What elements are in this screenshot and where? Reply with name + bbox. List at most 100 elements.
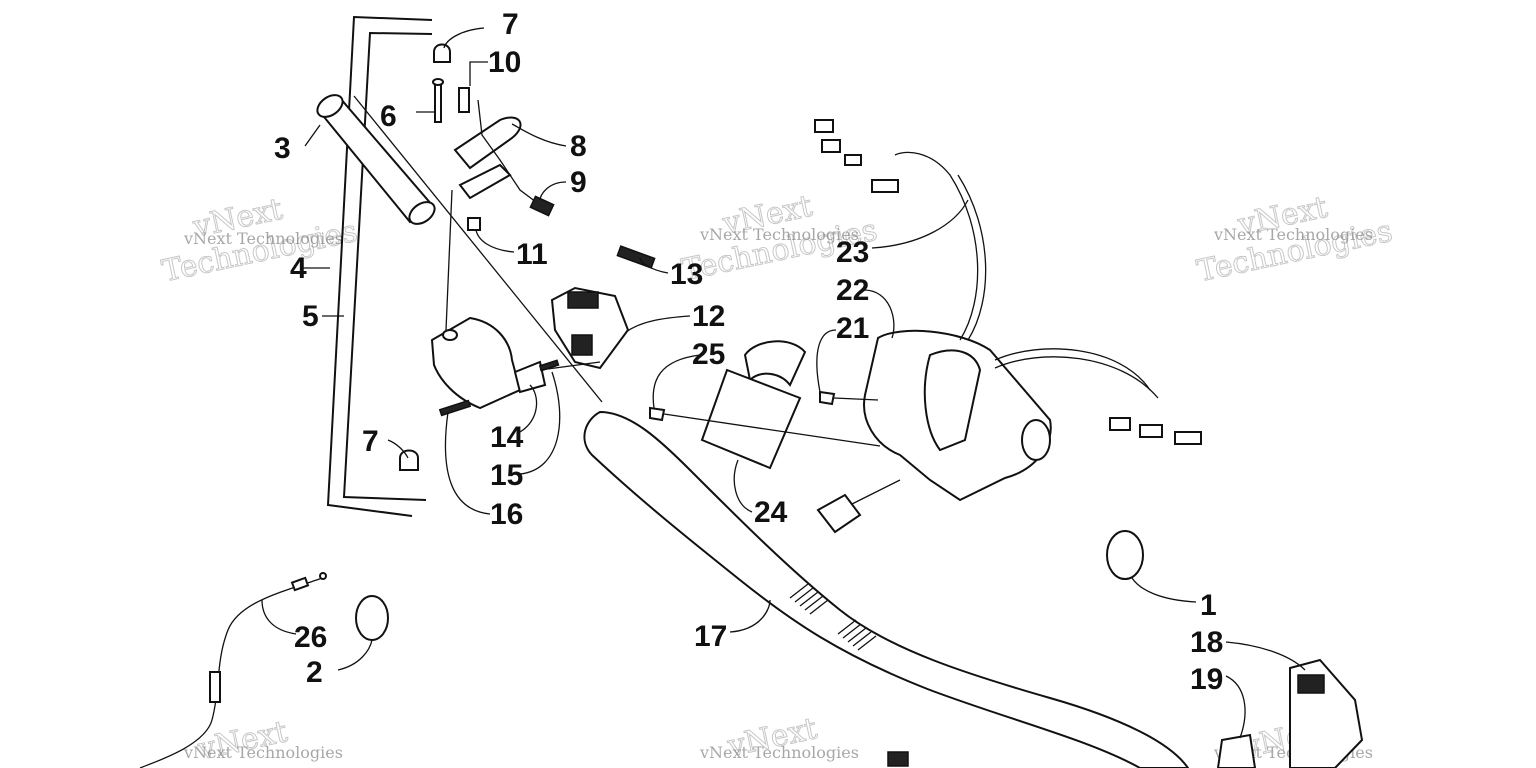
nut-part-7-bottom bbox=[399, 449, 419, 471]
callout-17: 17 bbox=[694, 620, 727, 653]
callout-5: 5 bbox=[302, 300, 319, 333]
watermark-company: vNext Technologies bbox=[699, 225, 859, 244]
leader-2 bbox=[337, 639, 373, 671]
connector-right-3 bbox=[1174, 431, 1202, 445]
clamp-part-1 bbox=[1106, 530, 1144, 580]
callout-13: 13 bbox=[670, 258, 703, 291]
leader-11 bbox=[475, 229, 515, 253]
leader-25-axis bbox=[663, 413, 881, 447]
leader-16 bbox=[444, 411, 491, 515]
connector-bottom bbox=[887, 751, 909, 767]
connector-part-9 bbox=[529, 195, 555, 217]
leader-7a bbox=[443, 27, 485, 49]
callout-22: 22 bbox=[836, 274, 869, 307]
cable-part bbox=[139, 572, 327, 768]
lever-plate bbox=[458, 163, 512, 200]
callout-11: 11 bbox=[516, 238, 548, 271]
screw-part-25 bbox=[649, 406, 666, 422]
harness-wire-lower bbox=[849, 479, 901, 506]
leader-3 bbox=[304, 124, 321, 147]
callout-3: 3 bbox=[274, 132, 291, 165]
leader-screw-axis bbox=[539, 361, 601, 371]
leader-7b bbox=[387, 439, 409, 459]
leader-14 bbox=[519, 384, 538, 433]
leader-8 bbox=[511, 123, 567, 147]
housing-opening bbox=[923, 349, 982, 452]
cover-cap bbox=[743, 340, 807, 387]
watermark-company: vNext Technologies bbox=[1213, 225, 1373, 244]
callout-24: 24 bbox=[754, 496, 788, 529]
bracket-part-14 bbox=[513, 360, 547, 394]
connector-right-1 bbox=[1109, 417, 1131, 431]
housing-side-port bbox=[1021, 419, 1051, 461]
bracket-outer bbox=[326, 15, 433, 517]
switch-inner-block bbox=[571, 334, 593, 356]
cover-parts bbox=[649, 340, 836, 470]
lower-right-switch bbox=[887, 658, 1364, 768]
grip-end-cap bbox=[316, 94, 344, 118]
callout-23: 23 bbox=[836, 236, 869, 269]
cable-end-ball bbox=[319, 572, 327, 580]
cable-end-fitting bbox=[290, 576, 310, 592]
bracket-part-19 bbox=[1216, 733, 1257, 768]
connector-right-2 bbox=[1139, 424, 1163, 438]
grip-body bbox=[318, 96, 434, 224]
nut-part-7-top bbox=[433, 43, 451, 63]
connector-upper-4 bbox=[871, 179, 899, 193]
callout-21: 21 bbox=[836, 312, 869, 345]
right-switch-assembly bbox=[550, 245, 656, 370]
connector-upper-2 bbox=[821, 139, 841, 153]
grip-part bbox=[316, 94, 436, 225]
clip-part-10 bbox=[458, 87, 470, 113]
callout-19: 19 bbox=[1190, 663, 1223, 696]
callout-9: 9 bbox=[570, 166, 587, 199]
clamp-part-2 bbox=[355, 595, 389, 641]
throttle-wire bbox=[477, 99, 541, 206]
leader-15 bbox=[519, 371, 561, 475]
harness-wire-upper bbox=[894, 151, 979, 341]
callout-14: 14 bbox=[490, 421, 524, 454]
harness-wire-right-2 bbox=[994, 356, 1159, 399]
callout-12: 12 bbox=[692, 300, 725, 333]
connector-upper-1 bbox=[814, 119, 834, 133]
pin-part-6 bbox=[434, 81, 442, 123]
handlebar-part bbox=[583, 410, 1190, 768]
callout-16: 16 bbox=[490, 498, 523, 531]
handlebar-knurl bbox=[789, 583, 877, 651]
clamp-parts bbox=[355, 530, 1144, 641]
leader-lines bbox=[261, 27, 1306, 739]
switch-block bbox=[1297, 674, 1325, 694]
cover-plate-part-24 bbox=[700, 368, 802, 470]
leader-26 bbox=[261, 599, 297, 635]
decal-part-13 bbox=[616, 245, 656, 269]
leader-25 bbox=[652, 354, 701, 409]
block-part-11 bbox=[467, 217, 481, 231]
assembly-brackets bbox=[326, 15, 433, 517]
housing-hole bbox=[442, 329, 458, 341]
callout-10: 10 bbox=[488, 46, 521, 79]
callout-15: 15 bbox=[490, 459, 523, 492]
leader-18 bbox=[1225, 641, 1306, 671]
left-switch-housing bbox=[430, 316, 560, 417]
watermark-company: vNext Technologies bbox=[699, 743, 859, 762]
leader-19 bbox=[1225, 675, 1246, 739]
throttle-parts bbox=[399, 43, 555, 471]
screw-part-15 bbox=[538, 359, 560, 372]
switch-top-block bbox=[567, 291, 599, 309]
leader-21-axis bbox=[833, 397, 879, 401]
control-housing-assembly bbox=[814, 119, 1202, 534]
leader-1 bbox=[1131, 577, 1197, 603]
callout-25: 25 bbox=[692, 338, 725, 371]
pin-head bbox=[432, 78, 444, 86]
leader-9 bbox=[539, 181, 567, 201]
callout-labels: 7 10 6 3 8 9 11 4 5 13 12 7 14 15 16 25 … bbox=[274, 8, 1223, 696]
leader-22 bbox=[863, 289, 895, 339]
handlebar-tube bbox=[583, 410, 1190, 768]
leader-23 bbox=[871, 199, 969, 249]
leader-10 bbox=[469, 61, 488, 86]
callout-8: 8 bbox=[570, 130, 587, 163]
leader-pin-axis bbox=[445, 189, 453, 331]
screw-part-21 bbox=[819, 390, 836, 406]
callout-7: 7 bbox=[502, 8, 519, 41]
